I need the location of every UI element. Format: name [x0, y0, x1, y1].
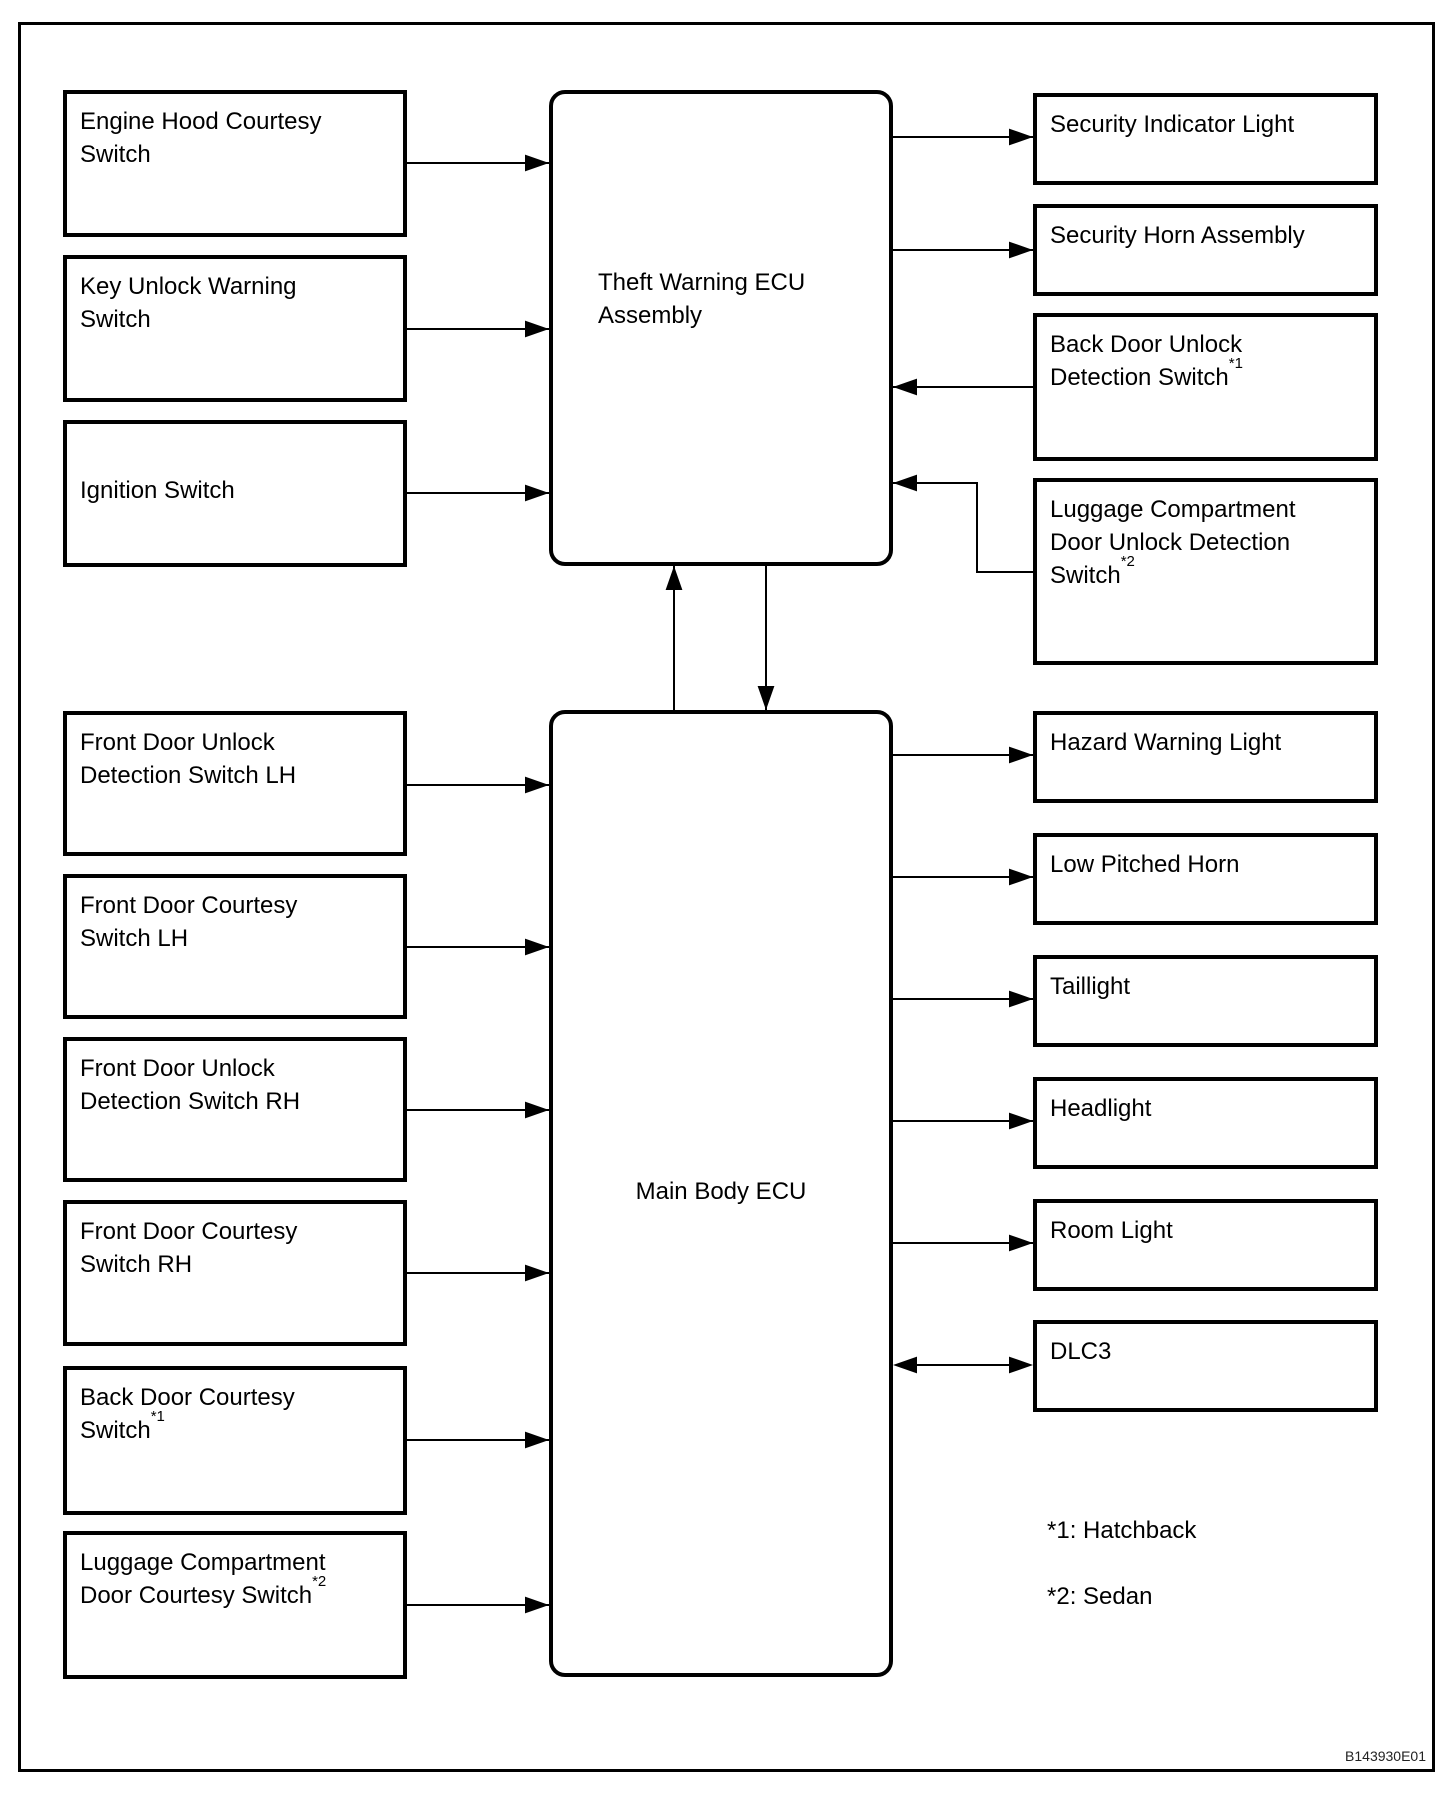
box-security-horn-assembly: Security Horn Assembly [1033, 204, 1378, 296]
main-body-ecu-label: Main Body ECU [635, 1178, 807, 1205]
box-room-light: Room Light [1033, 1199, 1378, 1291]
box-hazard-warning-light: Hazard Warning Light [1033, 711, 1378, 803]
box-security-indicator-light: Security Indicator Light [1033, 93, 1378, 185]
box-luggage-compartment-door-courtesy-switch: Luggage Compartment Door Courtesy Switch… [63, 1531, 407, 1679]
box-headlight: Headlight [1033, 1077, 1378, 1169]
box-engine-hood-courtesy-switch: Engine Hood Courtesy Switch [63, 90, 407, 237]
main-body-ecu-block [549, 710, 893, 1677]
theft-warning-ecu-label: Theft Warning ECU Assembly [598, 269, 806, 329]
box-back-door-unlock-detection-switch: Back Door Unlock Detection Switch*1 [1033, 313, 1378, 461]
box-dlc3: DLC3 [1033, 1320, 1378, 1412]
box-luggage-compartment-door-unlock-detection-switch: Luggage Compartment Door Unlock Detectio… [1033, 478, 1378, 665]
box-ignition-switch: Ignition Switch [63, 420, 407, 567]
theft-warning-ecu-block [549, 90, 893, 566]
box-key-unlock-warning-switch: Key Unlock Warning Switch [63, 255, 407, 402]
footnote-sedan: *2: Sedan [1047, 1583, 1153, 1610]
box-low-pitched-horn: Low Pitched Horn [1033, 833, 1378, 925]
footnote-hatchback: *1: Hatchback [1047, 1517, 1197, 1544]
box-front-door-unlock-detection-switch-rh: Front Door Unlock Detection Switch RH [63, 1037, 407, 1182]
box-back-door-courtesy-switch: Back Door Courtesy Switch*1 [63, 1366, 407, 1515]
page-border [18, 22, 1435, 1772]
box-front-door-courtesy-switch-lh: Front Door Courtesy Switch LH [63, 874, 407, 1019]
box-front-door-courtesy-switch-rh: Front Door Courtesy Switch RH [63, 1200, 407, 1346]
box-taillight: Taillight [1033, 955, 1378, 1047]
figure-id: B143930E01 [1345, 1748, 1426, 1764]
box-front-door-unlock-detection-switch-lh: Front Door Unlock Detection Switch LH [63, 711, 407, 856]
